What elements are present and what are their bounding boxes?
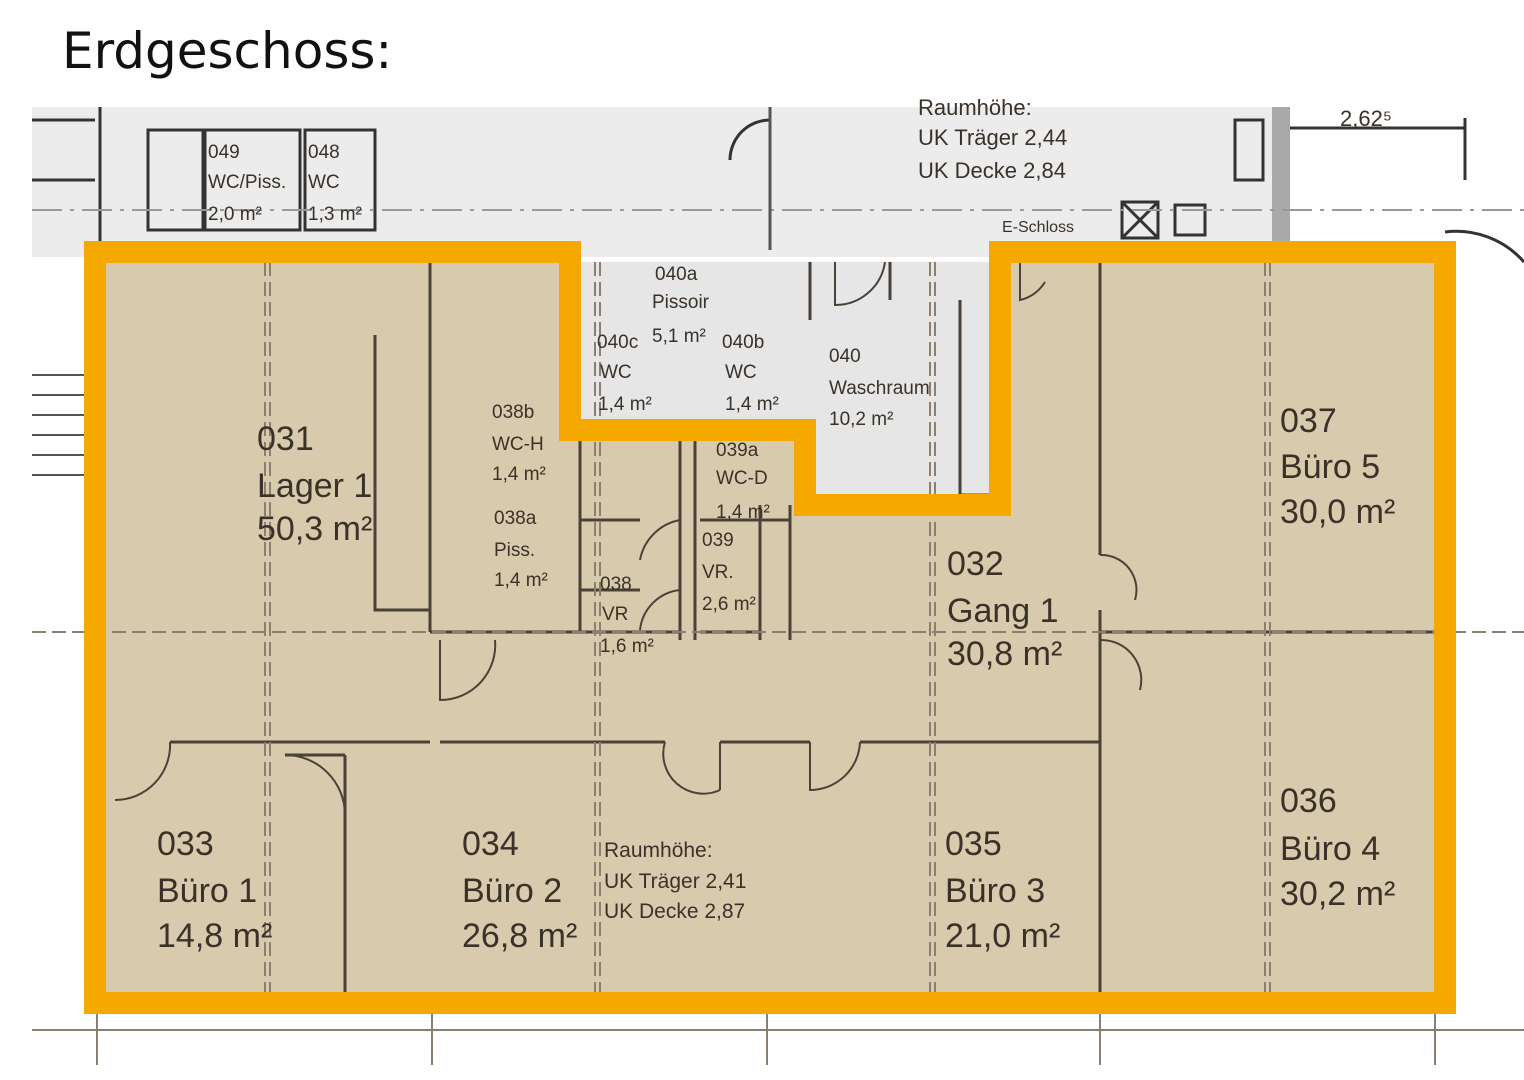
small-room-labels: 040a Pissoir 5,1 m² 040c WC 1,4 m² 040b … [492, 264, 930, 657]
room-040: 040 Waschraum 10,2 m² [829, 346, 930, 430]
sanitary-area [580, 262, 1000, 505]
room-id: 039a [716, 440, 759, 461]
room-area: 1,6 m² [600, 636, 654, 657]
room-height-beam: UK Träger 2,41 [604, 870, 746, 893]
room-name: VR. [702, 562, 734, 583]
upper-area [32, 107, 1272, 257]
dimension-label: 2,62⁵ [1340, 106, 1392, 131]
room-038a: 038a Piss. 1,4 m² [494, 508, 548, 591]
room-id: 040 [829, 346, 861, 367]
room-id: 038b [492, 402, 534, 423]
room-037: 037 Büro 5 30,0 m² [1280, 402, 1395, 531]
room-id: 032 [947, 545, 1004, 583]
room-038b: 038b WC-H 1,4 m² [492, 402, 546, 485]
room-049-area: 2,0 m² [208, 204, 262, 225]
room-id: 033 [157, 825, 214, 863]
room-id: 040a [655, 264, 698, 285]
room-name: Gang 1 [947, 592, 1059, 630]
room-048-name: WC [308, 172, 340, 193]
room-040a: 040a Pissoir 5,1 m² [652, 264, 710, 347]
room-name: Büro 1 [157, 872, 257, 910]
room-area: 1,4 m² [725, 394, 779, 415]
room-id: 039 [702, 530, 734, 551]
room-height-title: Raumhöhe: [604, 839, 713, 862]
room-area: 30,0 m² [1280, 493, 1395, 531]
room-id: 031 [257, 420, 314, 458]
room-name: Waschraum [829, 378, 930, 399]
room-id: 037 [1280, 402, 1337, 440]
room-area: 30,2 m² [1280, 875, 1395, 913]
doors [114, 261, 1143, 816]
room-name: WC [725, 362, 757, 383]
room-031: 031 Lager 1 50,3 m² [257, 420, 372, 548]
page-title: Erdgeschoss: [62, 22, 393, 80]
room-036: 036 Büro 4 30,2 m² [1280, 782, 1395, 913]
room-height-bottom: Raumhöhe: UK Träger 2,41 UK Decke 2,87 [604, 839, 746, 923]
room-area: 1,4 m² [494, 570, 548, 591]
room-048-area: 1,3 m² [308, 204, 362, 225]
room-name: Piss. [494, 540, 535, 561]
room-name: Büro 4 [1280, 830, 1380, 868]
room-name: VR [602, 604, 628, 625]
room-035: 035 Büro 3 21,0 m² [945, 825, 1060, 955]
room-040b: 040b WC 1,4 m² [722, 332, 779, 415]
upper-walls [32, 107, 1524, 263]
room-id: 038a [494, 508, 537, 529]
room-area: 1,4 m² [716, 502, 770, 523]
grid-lines [32, 262, 1524, 1000]
room-048-id: 048 [308, 142, 340, 163]
room-area: 5,1 m² [652, 326, 706, 347]
room-033: 033 Büro 1 14,8 m² [157, 825, 272, 955]
room-038: 038 VR 1,6 m² [600, 574, 654, 657]
room-id: 035 [945, 825, 1002, 863]
room-name: Büro 5 [1280, 448, 1380, 486]
room-id: 034 [462, 825, 519, 863]
room-040c: 040c WC 1,4 m² [597, 332, 652, 415]
room-area: 14,8 m² [157, 917, 272, 955]
room-name: WC [600, 362, 632, 383]
room-032: 032 Gang 1 30,8 m² [947, 545, 1062, 673]
room-area: 21,0 m² [945, 917, 1060, 955]
room-id: 036 [1280, 782, 1337, 820]
room-labels: 031 Lager 1 50,3 m² 032 Gang 1 30,8 m² 0… [157, 402, 1395, 955]
room-height-title: Raumhöhe: [918, 95, 1032, 120]
top-room-labels: 049 WC/Piss. 2,0 m² 048 WC 1,3 m² [208, 142, 362, 225]
room-name: Lager 1 [257, 467, 372, 505]
room-area: 1,4 m² [598, 394, 652, 415]
stairs [32, 374, 85, 476]
room-height-ceiling: UK Decke 2,87 [604, 900, 745, 923]
room-049-name: WC/Piss. [208, 172, 286, 193]
room-039a: 039a WC-D 1,4 m² [716, 440, 770, 523]
room-name: Büro 3 [945, 872, 1045, 910]
room-id: 038 [600, 574, 632, 595]
room-039: 039 VR. 2,6 m² [702, 530, 756, 615]
room-name: Pissoir [652, 292, 710, 313]
room-area: 10,2 m² [829, 409, 893, 430]
room-height-beam: UK Träger 2,44 [918, 125, 1067, 150]
room-id: 040b [722, 332, 764, 353]
room-name: WC-D [716, 468, 768, 489]
room-height-ceiling: UK Decke 2,84 [918, 158, 1066, 183]
room-area: 1,4 m² [492, 464, 546, 485]
room-area: 26,8 m² [462, 917, 577, 955]
room-area: 50,3 m² [257, 510, 372, 548]
axis-ticks [32, 1003, 1524, 1065]
room-area: 2,6 m² [702, 594, 756, 615]
room-height-top: Raumhöhe: UK Träger 2,44 UK Decke 2,84 [918, 95, 1067, 183]
upper-wall [1272, 107, 1290, 257]
room-049-id: 049 [208, 142, 240, 163]
room-name: Büro 2 [462, 872, 562, 910]
highlight-outline [84, 241, 1456, 1014]
room-034: 034 Büro 2 26,8 m² [462, 825, 577, 955]
room-area: 30,8 m² [947, 635, 1062, 673]
room-id: 040c [597, 332, 638, 353]
rooms-area [95, 252, 1445, 1003]
e-schloss-label: E-Schloss [1002, 219, 1074, 236]
room-name: WC-H [492, 434, 544, 455]
